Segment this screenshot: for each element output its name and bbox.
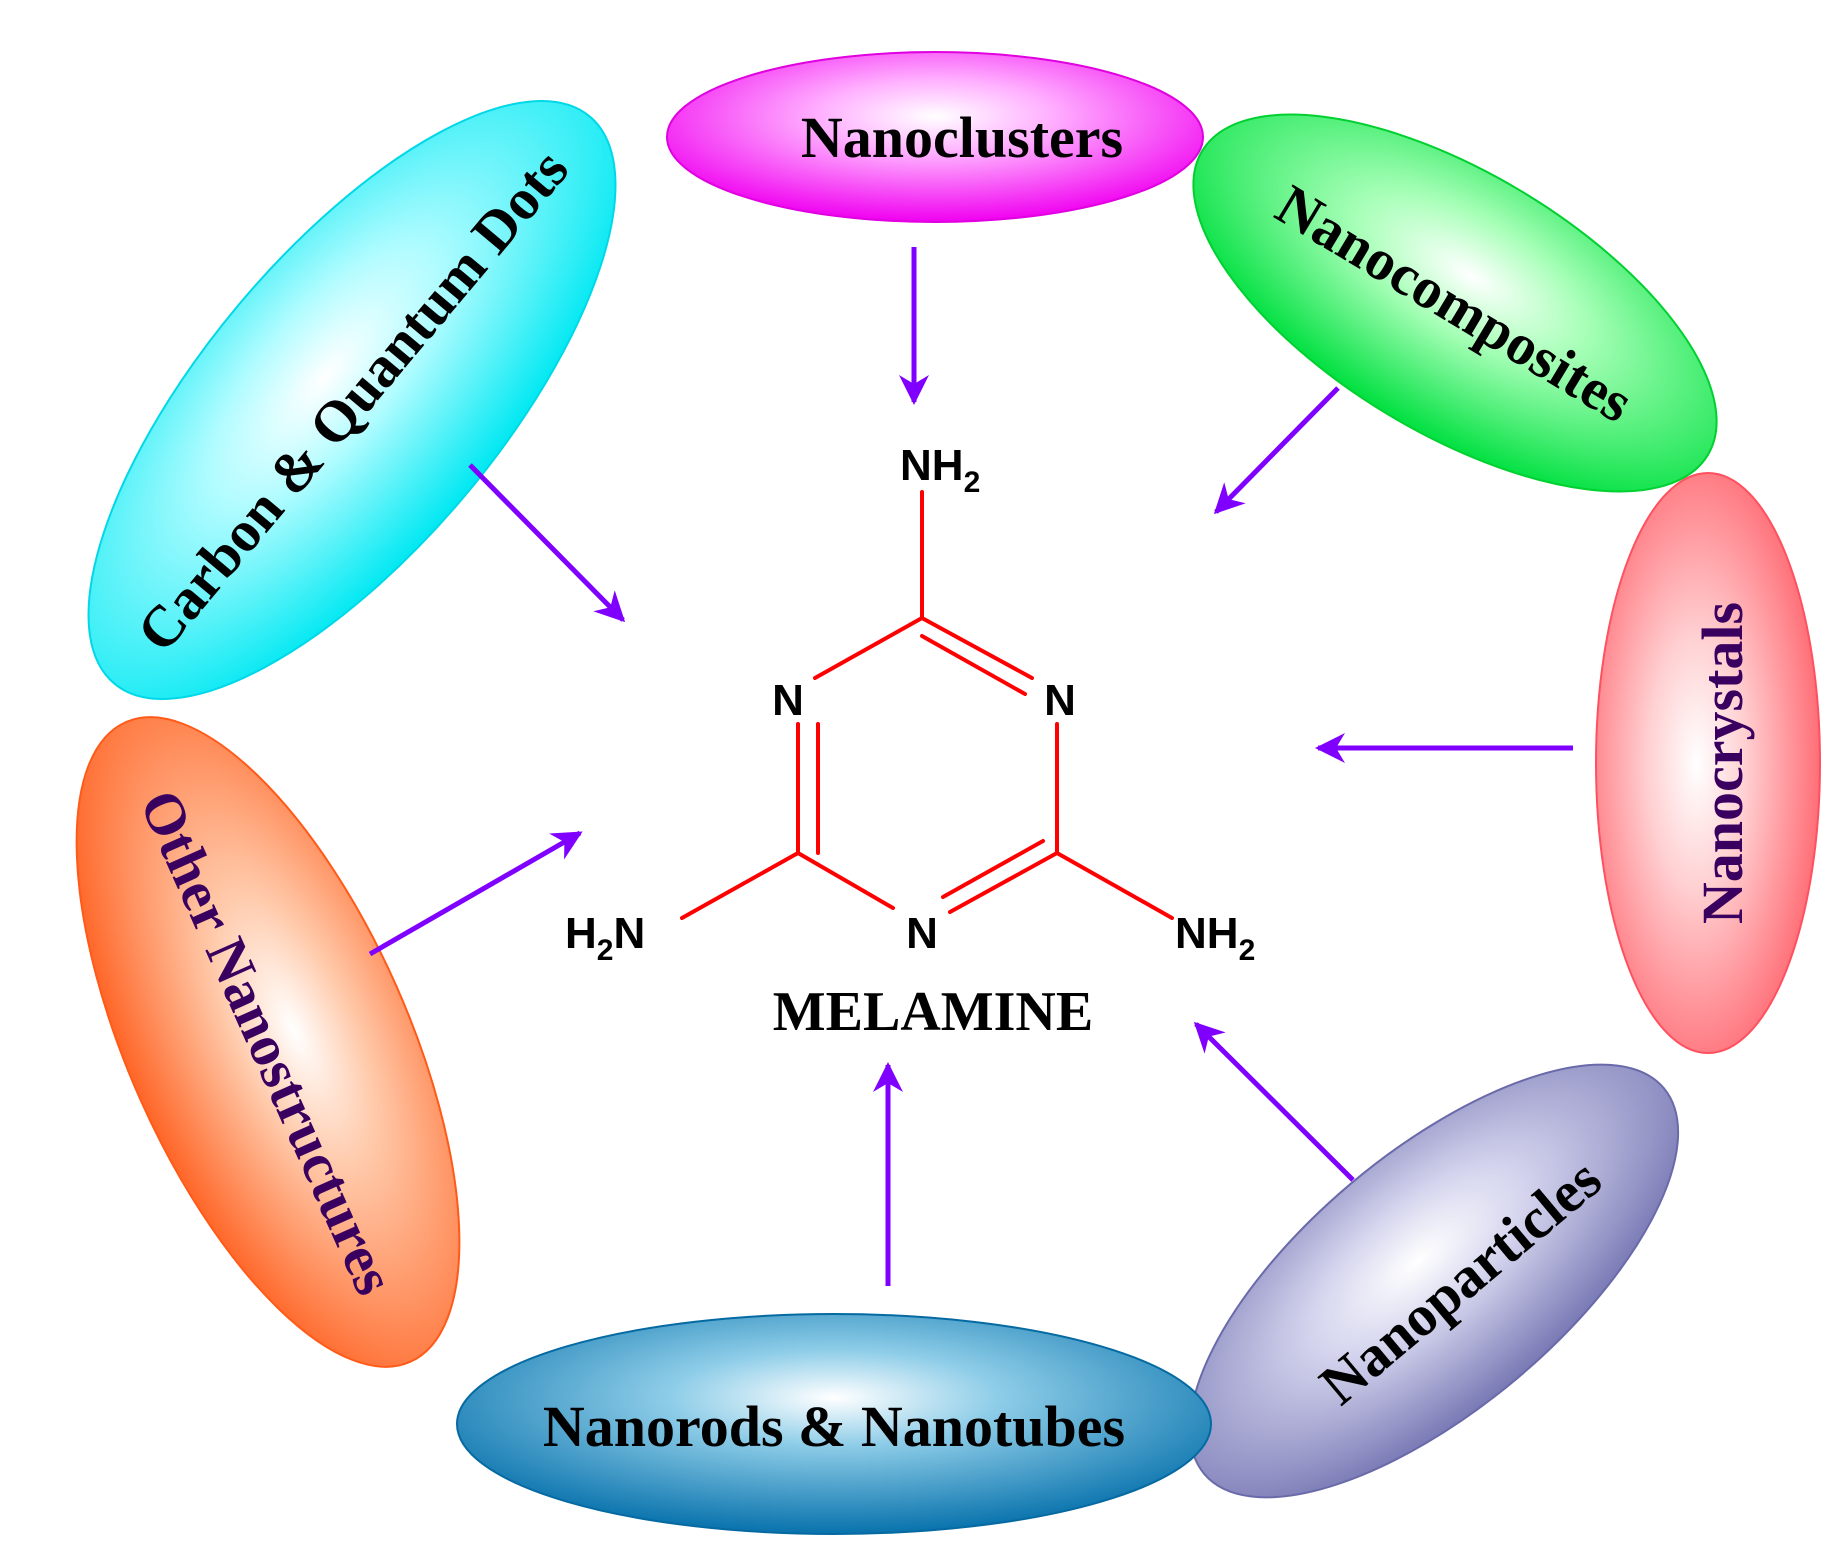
label-nanocrystals: Nanocrystals <box>1690 602 1755 924</box>
ellipse-nanoclusters <box>666 51 1204 223</box>
atom-ring-n-left: N <box>772 676 804 725</box>
label-nanoclusters: Nanoclusters <box>801 105 1123 170</box>
ellipse-nanoparticles <box>1188 1063 1680 1499</box>
bonds <box>680 490 1174 920</box>
atom-left-h2n: H2N <box>565 909 645 967</box>
atom-ring-n-right: N <box>1044 676 1076 725</box>
node-nanocrystals: Nanocrystals <box>1595 472 1821 1054</box>
arrow-from-nanoparticles <box>1193 1021 1355 1182</box>
bond-right-c-bottom-n-double <box>941 839 1045 899</box>
ellipse-carbon-quantum-dots <box>87 100 617 700</box>
atom-right-nh2: NH2 <box>1175 909 1255 967</box>
node-other-nanostructures: Other Nanostructures <box>75 716 461 1368</box>
bond-right-c-nh2 <box>1055 851 1174 920</box>
ellipse-nanorods-nanotubes <box>456 1313 1212 1535</box>
arrow-from-nanocomposites <box>1213 386 1340 515</box>
ellipse-nanocomposites <box>1192 113 1718 493</box>
bond-top-c-left-n <box>813 616 924 680</box>
arrow-from-other-nanostructures <box>368 830 583 957</box>
node-nanoclusters: Nanoclusters <box>666 51 1204 223</box>
melamine-molecule: NH2 N N N H2N NH2 MELAMINE <box>565 441 1255 1043</box>
node-nanorods-nanotubes: Nanorods & Nanotubes <box>456 1313 1212 1535</box>
atom-top-nh2: NH2 <box>900 441 980 499</box>
bond-top-c-right-n-double <box>920 634 1027 696</box>
ellipse-nanocrystals <box>1595 472 1821 1054</box>
arrows <box>368 247 1573 1286</box>
node-nanoparticles: Nanoparticles <box>1188 1063 1680 1499</box>
atom-ring-n-bottom: N <box>906 909 938 958</box>
bond-top-c-right-n <box>920 616 1034 680</box>
label-nanorods-nanotubes: Nanorods & Nanotubes <box>543 1394 1125 1459</box>
node-carbon-quantum-dots: Carbon & Quantum Dots <box>87 100 617 700</box>
bond-right-c-bottom-n <box>948 851 1059 914</box>
bond-left-c-bottom-n <box>796 851 895 910</box>
arrow-from-carbon-quantum-dots <box>468 463 626 623</box>
ellipse-other-nanostructures <box>75 716 461 1368</box>
molecule-name: MELAMINE <box>773 981 1093 1043</box>
bond-left-c-nh2 <box>680 851 800 920</box>
